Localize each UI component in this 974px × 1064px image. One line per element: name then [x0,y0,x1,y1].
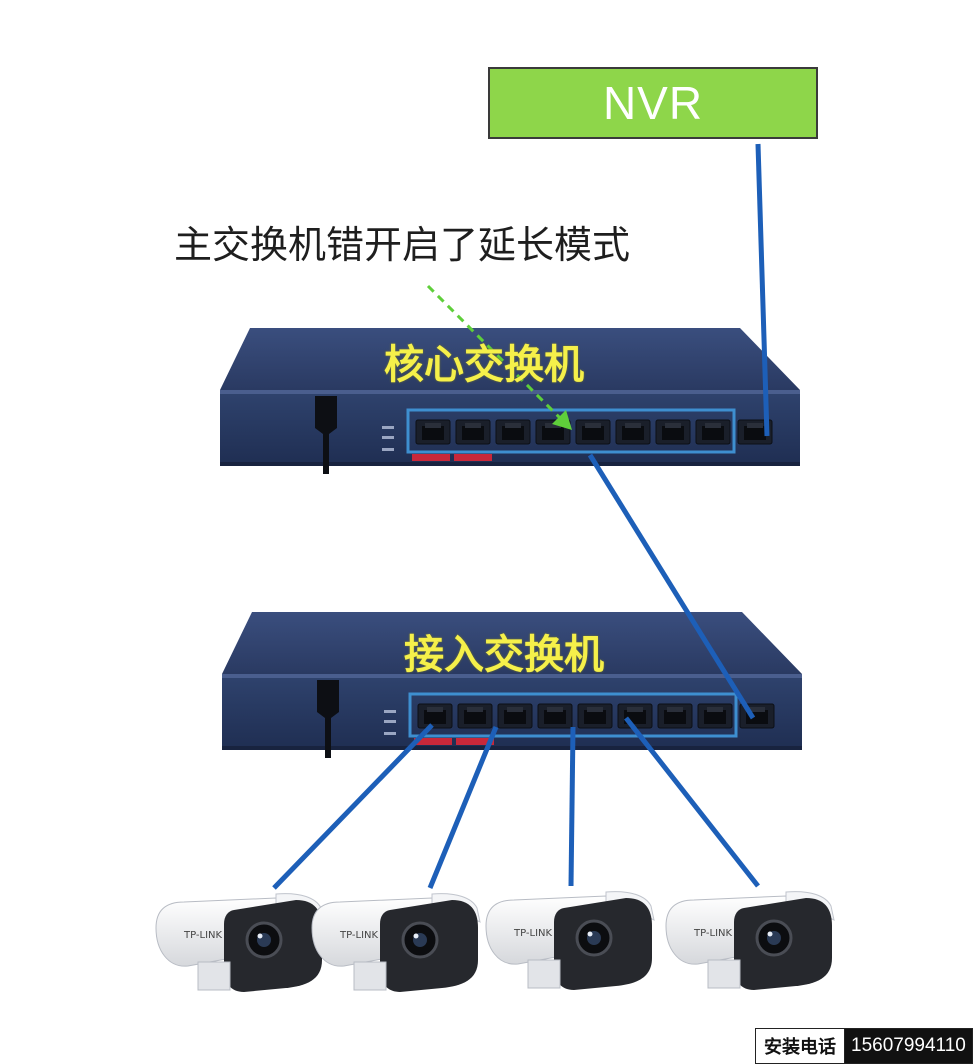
camera-cable-4 [624,716,760,888]
contact-label: 安装电话 [756,1029,845,1063]
contact-banner: 安装电话 15607994110 [755,1028,973,1064]
access-switch-label: 接入交换机 [404,632,604,678]
contact-phone-number: 15607994110 [845,1029,972,1063]
camera-cable-3 [568,726,576,887]
dashed-arrow-icon [426,284,572,430]
camera-icon-3 [484,890,656,992]
camera-cable-1 [272,723,434,890]
camera-cable-2 [427,726,499,889]
extension-mode-annotation: 主交换机错开启了延长模式 [174,223,631,267]
camera-icon-2 [310,892,482,994]
camera-icon-4 [664,890,836,992]
core-switch-label: 核心交换机 [384,342,584,388]
core-to-access-cable [587,453,756,720]
nvr-uplink-cable [755,143,770,437]
nvr-box: NVR [488,67,818,139]
nvr-label: NVR [602,77,704,129]
camera-icon-1 [154,892,326,994]
